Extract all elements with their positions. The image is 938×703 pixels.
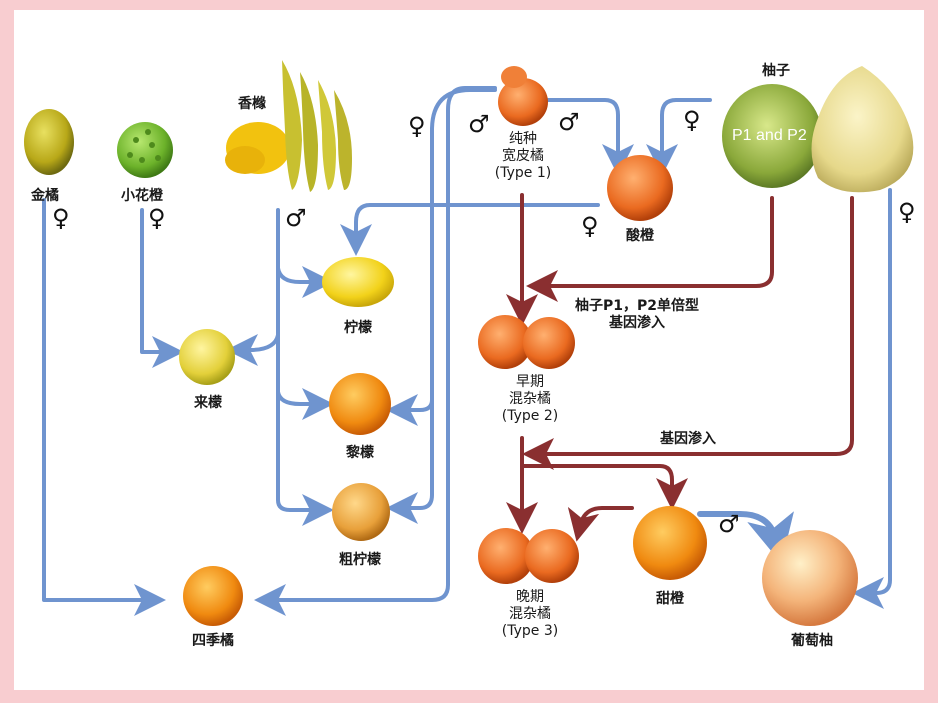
- small-flower-orange-fruit: [117, 122, 173, 178]
- arrow-pummelo-to-sour: [646, 98, 712, 176]
- grapefruit-fruit: [762, 530, 858, 626]
- early-hybrid-fruit: [478, 315, 575, 369]
- label-pummelo-inner: P1 and P2: [732, 127, 807, 144]
- arrow-pummelo-introgression-1: [526, 196, 774, 302]
- arrow-kumquat-to-calamondin: [42, 198, 166, 616]
- arrow-mandarin-to-calamondin: [254, 86, 497, 616]
- label-rough-lemon: 粗柠檬: [339, 552, 381, 568]
- label-sour-orange: 酸橙: [626, 228, 654, 244]
- female-symbol-small-flower-orange: ♀: [148, 204, 166, 232]
- label-citron: 香橼: [238, 96, 266, 112]
- arrow-sweet-to-grapefruit: [697, 511, 794, 564]
- male-symbol-citron: ♂: [285, 204, 307, 232]
- female-symbol-sour-orange: ♀: [581, 212, 599, 240]
- pummelo-fruit-1: [722, 84, 822, 188]
- label-sweet-orange: 甜橙: [656, 591, 684, 607]
- female-symbol-kumquat: ♀: [52, 204, 70, 232]
- label-introgression-1: 柚子P1，P2单倍型 基因渗入: [575, 298, 700, 331]
- calamondin-fruit: [183, 566, 243, 626]
- label-introgression-2: 基因渗入: [660, 431, 716, 447]
- citron-fruit: [225, 60, 352, 192]
- label-rangpur: 黎檬: [346, 445, 374, 461]
- sour-orange-fruit: [607, 155, 673, 221]
- label-lemon: 柠檬: [344, 320, 372, 336]
- kumquat-fruit: [24, 109, 74, 175]
- pummelo-fruit-2: [811, 66, 914, 193]
- label-grapefruit: 葡萄柚: [791, 633, 833, 649]
- arrow-citron-to-lemon: [276, 266, 334, 298]
- sweet-orange-fruit: [633, 506, 707, 580]
- label-small-flower-orange: 小花橙: [121, 188, 163, 204]
- arrow-mandarin-to-sour: [546, 98, 634, 176]
- rangpur-fruit: [329, 373, 391, 435]
- label-kumquat: 金橘: [31, 188, 59, 204]
- label-late-hybrid: 晚期 混杂橘 (Type 3): [501, 589, 559, 639]
- arrow-citron-to-lime: [226, 333, 280, 366]
- arrow-sweet-to-late: [567, 506, 634, 542]
- pure-mandarin-fruit: [498, 66, 548, 126]
- female-symbol-pummelo-right: ♀: [898, 198, 916, 226]
- male-symbol-mandarin-right: ♂: [558, 108, 580, 136]
- arrow-smallflower-to-lime: [140, 208, 184, 368]
- label-calamondin: 四季橘: [192, 633, 234, 649]
- late-hybrid-fruit: [478, 528, 579, 584]
- lime-fruit: [179, 329, 235, 385]
- female-symbol-mandarin-left: ♀: [408, 112, 426, 140]
- male-symbol-sweet-orange: ♂: [718, 510, 740, 538]
- arrow-pummelo-introgression-2: [522, 196, 854, 470]
- arrow-sour-to-lemon: [340, 203, 600, 256]
- arrow-citron-trunk: [276, 208, 334, 526]
- arrow-early-to-sweet: [520, 464, 688, 510]
- label-lime: 来檬: [194, 395, 222, 411]
- male-symbol-mandarin-left: ♂: [468, 110, 490, 138]
- label-early-hybrid: 早期 混杂橘 (Type 2): [501, 374, 559, 424]
- female-symbol-pummelo: ♀: [683, 106, 701, 134]
- arrow-citron-to-rangpur: [276, 388, 334, 420]
- rough-lemon-fruit: [332, 483, 390, 541]
- label-pummelo: 柚子: [762, 63, 790, 79]
- lemon-fruit: [322, 257, 394, 307]
- arrow-pummelo-to-grapefruit: [852, 188, 892, 609]
- label-pure-mandarin: 纯种 宽皮橘 (Type 1): [494, 131, 552, 181]
- arrow-mandarin-to-roughlemon: [386, 388, 434, 524]
